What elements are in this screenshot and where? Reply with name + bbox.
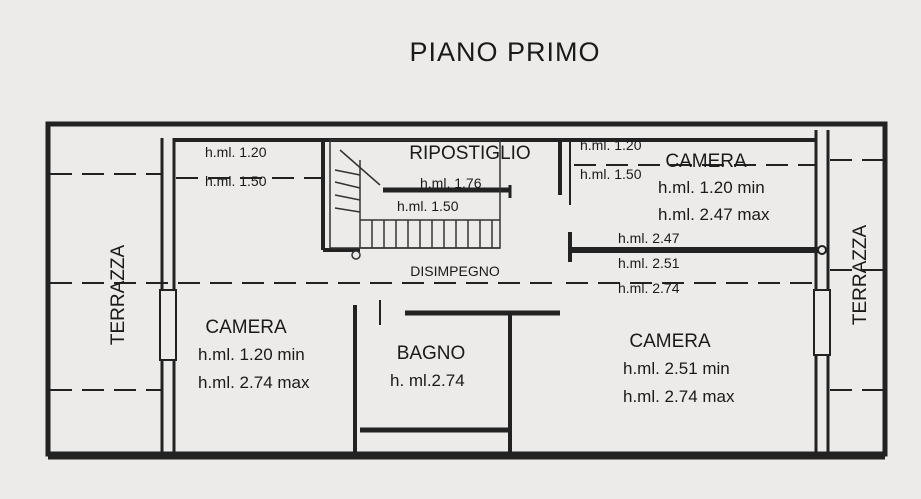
camera-ne-max: h.ml. 2.47 max xyxy=(658,205,770,224)
room-label-disimpegno: DISIMPEGNO xyxy=(410,263,500,279)
height-stair-176: h.ml. 1.76 xyxy=(420,175,482,191)
room-label-camera-e: CAMERA xyxy=(629,331,711,352)
terrace-label-right: TERRAZZA xyxy=(850,225,871,326)
bagno-height: h. ml.2.74 xyxy=(390,371,465,390)
height-right-150: h.ml. 1.50 xyxy=(580,166,642,182)
camera-e-max: h.ml. 2.74 max xyxy=(623,387,735,406)
height-274: h.ml. 2.74 xyxy=(618,280,680,296)
room-label-camera-ne: CAMERA xyxy=(665,151,747,172)
staircase xyxy=(329,139,501,260)
camera-ne-min: h.ml. 1.20 min xyxy=(658,178,765,197)
height-251: h.ml. 2.51 xyxy=(618,255,680,271)
roof-slope-lines xyxy=(50,159,885,391)
outer-walls xyxy=(45,121,888,460)
room-label-bagno: BAGNO xyxy=(397,343,466,364)
room-label-ripostiglio: RIPOSTIGLIO xyxy=(409,143,530,164)
height-stair-150: h.ml. 1.50 xyxy=(397,198,459,214)
camera-e-min: h.ml. 2.51 min xyxy=(623,359,730,378)
height-right-120: h.ml. 1.20 xyxy=(580,137,642,153)
camera-w-max: h.ml. 2.74 max xyxy=(198,373,310,392)
height-left-150: h.ml. 1.50 xyxy=(205,173,267,189)
plan-title: PIANO PRIMO xyxy=(409,37,600,67)
terrace-label-left: TERRAZZA xyxy=(108,245,129,346)
room-label-camera-w: CAMERA xyxy=(205,317,287,338)
height-left-120: h.ml. 1.20 xyxy=(205,144,267,160)
camera-w-min: h.ml. 1.20 min xyxy=(198,345,305,364)
height-247: h.ml. 2.47 xyxy=(618,230,680,246)
